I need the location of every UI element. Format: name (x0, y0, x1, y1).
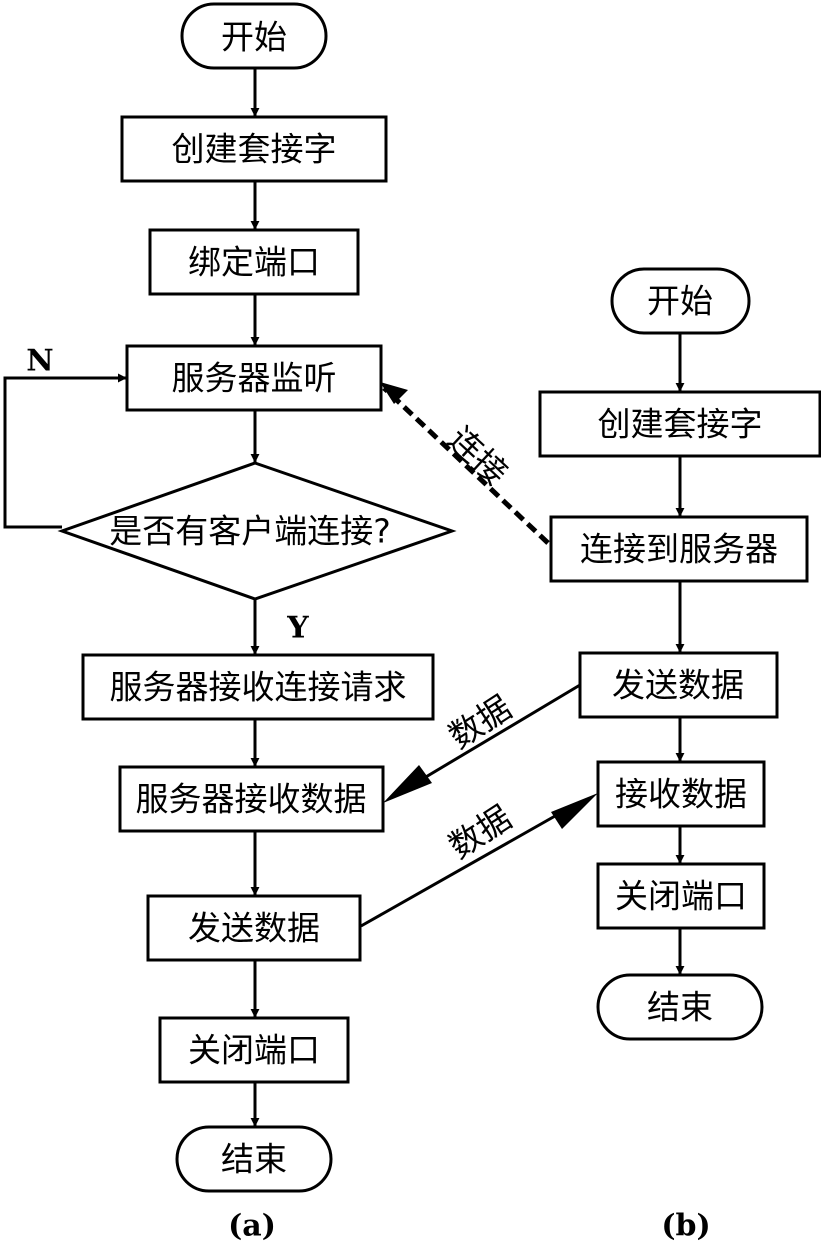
decision-yes-label: Y (286, 611, 309, 646)
server-send-data-box (146, 894, 362, 962)
data-to-server-arrowhead (383, 765, 432, 803)
server-end-terminal (175, 1125, 333, 1193)
server-create-socket-box (120, 115, 388, 183)
decision-no-label: N (26, 344, 53, 379)
connect-dashed-line (382, 386, 550, 545)
server-receive-data-box (118, 765, 385, 833)
server-close-port-box (158, 1016, 350, 1084)
client-connect-server-label: 连接到服务器 (580, 530, 778, 569)
server-create-socket-label: 创建套接字 (172, 130, 337, 169)
connect-arrowhead (380, 382, 408, 404)
data-to-server-line (403, 683, 581, 792)
server-bind-port-label: 绑定端口 (188, 243, 320, 282)
server-receive-data-label: 服务器接收数据 (136, 780, 367, 819)
server-bind-port-box (148, 228, 360, 296)
server-accept-request-box (81, 653, 435, 721)
client-send-data-label: 发送数据 (612, 666, 744, 705)
server-listen-box (125, 344, 383, 412)
client-connect-server-box (549, 515, 809, 583)
client-create-socket-label: 创建套接字 (598, 405, 763, 444)
server-send-data-label: 发送数据 (188, 909, 320, 948)
client-close-port-label: 关闭端口 (615, 877, 747, 916)
caption-b: (b) (661, 1209, 710, 1244)
server-start-label: 开始 (221, 18, 287, 57)
caption-a: (a) (228, 1209, 276, 1244)
client-end-label: 结束 (647, 988, 713, 1027)
client-close-port-box (596, 862, 766, 930)
connect-edge-label: 连接 (441, 419, 516, 493)
client-receive-data-box (596, 760, 766, 828)
server-listen-label: 服务器监听 (172, 359, 337, 398)
server-close-port-label: 关闭端口 (188, 1031, 320, 1070)
server-accept-request-label: 服务器接收连接请求 (110, 668, 407, 707)
server-arrow-decision-no-loop (3, 373, 127, 529)
data-to-client-arrowhead (551, 793, 598, 829)
client-start-label: 开始 (647, 282, 713, 321)
data-to-client-line (360, 801, 579, 928)
data-to-client-label: 数据 (442, 798, 519, 867)
client-create-socket-box (538, 390, 821, 458)
client-receive-data-label: 接收数据 (615, 775, 747, 814)
server-flowchart: 开始 创建套接字 绑定端口 服务器监听 是否有客户端连接? N Y 服务器接收连… (3, 2, 457, 1244)
server-end-label: 结束 (221, 1140, 287, 1179)
client-flowchart: 开始 创建套接字 连接到服务器 发送数据 接收数据 关闭端口 结束 (b) (538, 267, 821, 1244)
client-connect-decision-label: 是否有客户端连接? (109, 512, 391, 551)
client-end-terminal (596, 973, 764, 1041)
